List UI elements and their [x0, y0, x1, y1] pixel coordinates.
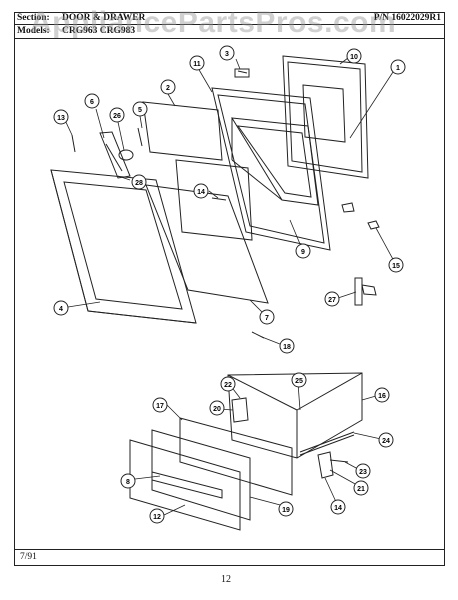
svg-text:8: 8	[126, 479, 130, 486]
drawer-slide-bracket	[317, 451, 349, 479]
callout-5: 5	[132, 101, 148, 117]
watermark: AppliancePartsPros.com	[30, 6, 397, 39]
callout-26: 26	[109, 107, 125, 123]
svg-text:5: 5	[138, 107, 142, 114]
drawer-handle-panel	[129, 439, 241, 531]
svg-text:11: 11	[193, 61, 201, 68]
svg-text:19: 19	[282, 507, 290, 514]
insulation-panel	[142, 101, 223, 161]
svg-text:7: 7	[265, 315, 269, 322]
callout-19: 19	[278, 501, 294, 517]
svg-text:6: 6	[90, 99, 94, 106]
screw	[71, 134, 76, 153]
callout-17: 17	[152, 397, 168, 413]
header-bottom-rule	[14, 38, 445, 39]
drawing-sheet-border	[14, 12, 445, 566]
callouts: 3 10 1 11 2 6 5 26 13 28 14 9 15 27 7 4 …	[53, 45, 406, 524]
callout-21: 21	[353, 480, 369, 496]
door-side-bracket	[99, 131, 131, 179]
callout-4: 4	[53, 300, 69, 316]
inner-glass	[175, 159, 253, 241]
footer-date: 7/91	[20, 552, 37, 562]
drawer-front-panel	[151, 429, 251, 521]
svg-text:20: 20	[213, 406, 221, 413]
callout-22: 22	[220, 376, 236, 392]
callout-13: 13	[53, 109, 69, 125]
section-value: DOOR & DRAWER	[62, 13, 146, 23]
hinge-clip	[341, 202, 380, 230]
page-header: Section: DOOR & DRAWER Models: CRG963 CR…	[14, 12, 445, 39]
svg-text:3: 3	[225, 51, 229, 58]
callout-11: 11	[189, 55, 205, 71]
svg-text:25: 25	[295, 378, 303, 385]
svg-text:15: 15	[392, 263, 400, 270]
door-front-frame	[50, 169, 197, 324]
part-number: P/N 16022029R1	[373, 13, 441, 23]
svg-text:14: 14	[334, 505, 342, 512]
svg-text:24: 24	[382, 438, 390, 445]
svg-text:27: 27	[328, 297, 336, 304]
callout-7: 7	[259, 309, 275, 325]
svg-text:16: 16	[378, 393, 386, 400]
svg-text:28: 28	[135, 180, 143, 187]
svg-text:21: 21	[357, 486, 365, 493]
svg-text:26: 26	[113, 113, 121, 120]
callout-6: 6	[84, 93, 100, 109]
callout-20: 20	[209, 400, 225, 416]
svg-text:10: 10	[350, 54, 358, 61]
callout-12: 12	[149, 508, 165, 524]
callout-8: 8	[120, 473, 136, 489]
svg-text:14: 14	[197, 189, 205, 196]
callout-27: 27	[324, 291, 340, 307]
svg-text:4: 4	[59, 306, 63, 313]
drawer-body	[227, 372, 363, 459]
hinge-spring	[118, 127, 143, 161]
svg-text:22: 22	[224, 382, 232, 389]
handle-bracket	[234, 68, 250, 78]
section-label: Section:	[17, 13, 50, 23]
outer-door-panel	[282, 55, 369, 179]
callout-10: 10	[346, 48, 362, 64]
callout-15: 15	[388, 257, 404, 273]
callout-9: 9	[295, 243, 311, 259]
callout-24: 24	[378, 432, 394, 448]
callout-18: 18	[279, 338, 295, 354]
footer-rule	[14, 549, 445, 550]
leader-lines	[63, 57, 396, 516]
svg-text:17: 17	[156, 403, 164, 410]
door-liner	[211, 87, 331, 251]
drawer-bracket	[231, 397, 249, 423]
callout-2: 2	[160, 79, 176, 95]
callout-3: 3	[219, 45, 235, 61]
page-number: 12	[221, 574, 231, 585]
svg-text:18: 18	[283, 344, 291, 351]
models-value: CRG963 CRG983	[62, 26, 136, 36]
models-label: Models:	[17, 26, 50, 36]
callout-28: 28	[131, 174, 147, 190]
svg-text:12: 12	[153, 514, 161, 521]
callout-14-lower: 14	[330, 499, 346, 515]
callout-1: 1	[390, 59, 406, 75]
callout-23: 23	[355, 463, 371, 479]
callout-16: 16	[374, 387, 390, 403]
svg-text:1: 1	[396, 65, 400, 72]
svg-text:2: 2	[166, 85, 170, 92]
svg-text:23: 23	[359, 469, 367, 476]
callout-25: 25	[291, 372, 307, 388]
drawer-slide-rail	[299, 431, 355, 456]
svg-text:13: 13	[57, 115, 65, 122]
door-hinge	[354, 277, 377, 306]
svg-text:9: 9	[301, 249, 305, 256]
header-divider	[14, 24, 445, 25]
callout-14-upper: 14	[193, 183, 209, 199]
drawer-front-liner	[179, 417, 293, 496]
